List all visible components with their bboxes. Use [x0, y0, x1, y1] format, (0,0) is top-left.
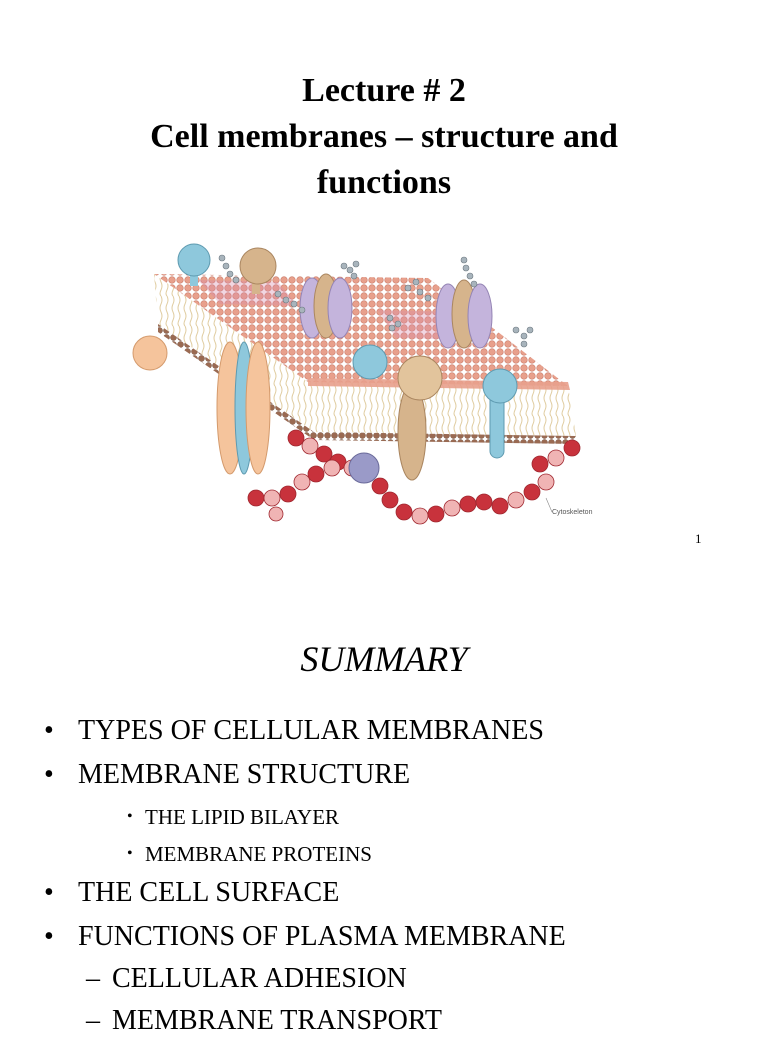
- list-item-text: MEMBRANE PROTEINS: [145, 842, 372, 866]
- dash-icon: –: [86, 1005, 100, 1036]
- lecture-title-line: Cell membranes – structure and: [150, 118, 618, 155]
- bullet-icon: •: [127, 845, 133, 862]
- bullet-icon: •: [44, 921, 54, 952]
- list-item-text: FUNCTIONS OF PLASMA MEMBRANE: [78, 921, 566, 952]
- list-item-text: THE CELL SURFACE: [78, 877, 340, 908]
- glycoprotein-head: [239, 247, 277, 285]
- cytoskeleton-filament: [247, 429, 581, 525]
- slide-title: Lecture # 2 Cell membranes – structure a…: [132, 72, 702, 546]
- transmembrane-protein: [245, 341, 271, 475]
- lipid-tail-region: [308, 382, 576, 436]
- list-item-text: THE LIPID BILAYER: [145, 805, 340, 829]
- lipid-bilayer-top-surface: [154, 274, 568, 386]
- list-item-text: MEMBRANE TRANSPORT: [112, 1005, 442, 1036]
- bullet-icon: •: [44, 877, 54, 908]
- lecture-number-title: Lecture # 2: [302, 72, 466, 109]
- cell-membrane-illustration: Cytoskeleton: [132, 243, 593, 525]
- bullet-icon: •: [44, 759, 54, 790]
- list-item-text: CELLULAR ADHESION: [112, 963, 407, 994]
- list-item-text: TYPES OF CELLULAR MEMBRANES: [78, 715, 544, 746]
- bullet-icon: •: [127, 808, 133, 825]
- glycoprotein-head: [177, 243, 211, 277]
- list-item-text: MEMBRANE STRUCTURE: [78, 759, 411, 790]
- page-number: 1: [695, 531, 702, 546]
- peripheral-protein: [132, 335, 168, 371]
- transmembrane-protein-head: [482, 368, 518, 404]
- glycolipid-patch: [198, 280, 298, 306]
- bullet-icon: •: [44, 715, 54, 746]
- channel-protein: [327, 277, 353, 339]
- dash-icon: –: [86, 963, 100, 994]
- label-leader-line: [545, 497, 553, 513]
- slide-summary: SUMMARY • TYPES OF CELLULAR MEMBRANES • …: [0, 580, 768, 1036]
- transmembrane-protein-head: [397, 355, 443, 401]
- summary-heading: SUMMARY: [300, 639, 468, 679]
- peripheral-protein: [352, 344, 388, 380]
- lipid-bilayer-bottom-edge: [314, 432, 576, 444]
- cytoskeleton-label: Cytoskeleton: [552, 509, 593, 516]
- linker-protein: [348, 452, 380, 484]
- lecture-title-line: functions: [316, 164, 452, 201]
- channel-protein: [467, 283, 493, 349]
- carbohydrate-chains: [218, 254, 534, 348]
